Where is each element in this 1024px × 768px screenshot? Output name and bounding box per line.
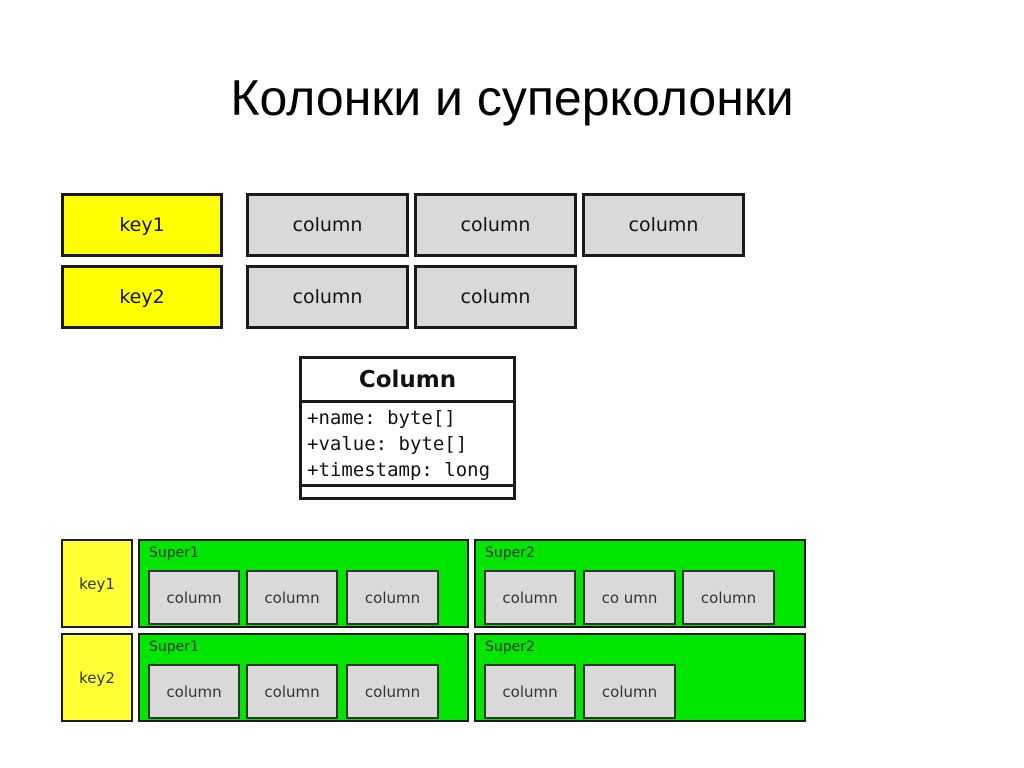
- uml-attribute: +timestamp: long: [307, 459, 491, 481]
- column-cell: column: [346, 664, 439, 719]
- super-column: Super1 column column column: [138, 539, 469, 628]
- column-cell: column: [414, 265, 577, 329]
- super-column-name: Super1: [149, 545, 199, 561]
- super-column-name: Super1: [149, 639, 199, 655]
- column-cell: co umn: [583, 570, 676, 625]
- column-cell: column: [414, 193, 577, 257]
- uml-class-name: Column: [302, 359, 513, 403]
- column-cell: column: [246, 193, 409, 257]
- row-key: key2: [61, 265, 223, 329]
- row-key: key2: [61, 633, 133, 722]
- uml-column-class: Column +name: byte[] +value: byte[] +tim…: [299, 356, 516, 500]
- column-cell: column: [246, 664, 338, 719]
- super-column: Super2 column co umn column: [474, 539, 806, 628]
- column-cell: column: [582, 193, 745, 257]
- column-cell: column: [682, 570, 775, 625]
- super-column-name: Super2: [485, 639, 535, 655]
- column-cell: column: [246, 265, 409, 329]
- row-key: key1: [61, 539, 133, 628]
- row-key: key1: [61, 193, 223, 257]
- column-cell: column: [583, 664, 676, 719]
- column-cell: column: [148, 664, 240, 719]
- uml-attribute: +value: byte[]: [307, 433, 468, 455]
- column-cell: column: [346, 570, 439, 625]
- uml-attributes: +name: byte[] +value: byte[] +timestamp:…: [302, 403, 513, 487]
- uml-attribute: +name: byte[]: [307, 407, 456, 429]
- super-column: Super1 column column column: [138, 633, 469, 722]
- column-cell: column: [246, 570, 338, 625]
- column-cell: column: [148, 570, 240, 625]
- column-cell: column: [484, 664, 576, 719]
- column-cell: column: [484, 570, 576, 625]
- super-column: Super2 column column: [474, 633, 806, 722]
- slide-title: Колонки и суперколонки: [230, 70, 794, 126]
- super-column-name: Super2: [485, 545, 535, 561]
